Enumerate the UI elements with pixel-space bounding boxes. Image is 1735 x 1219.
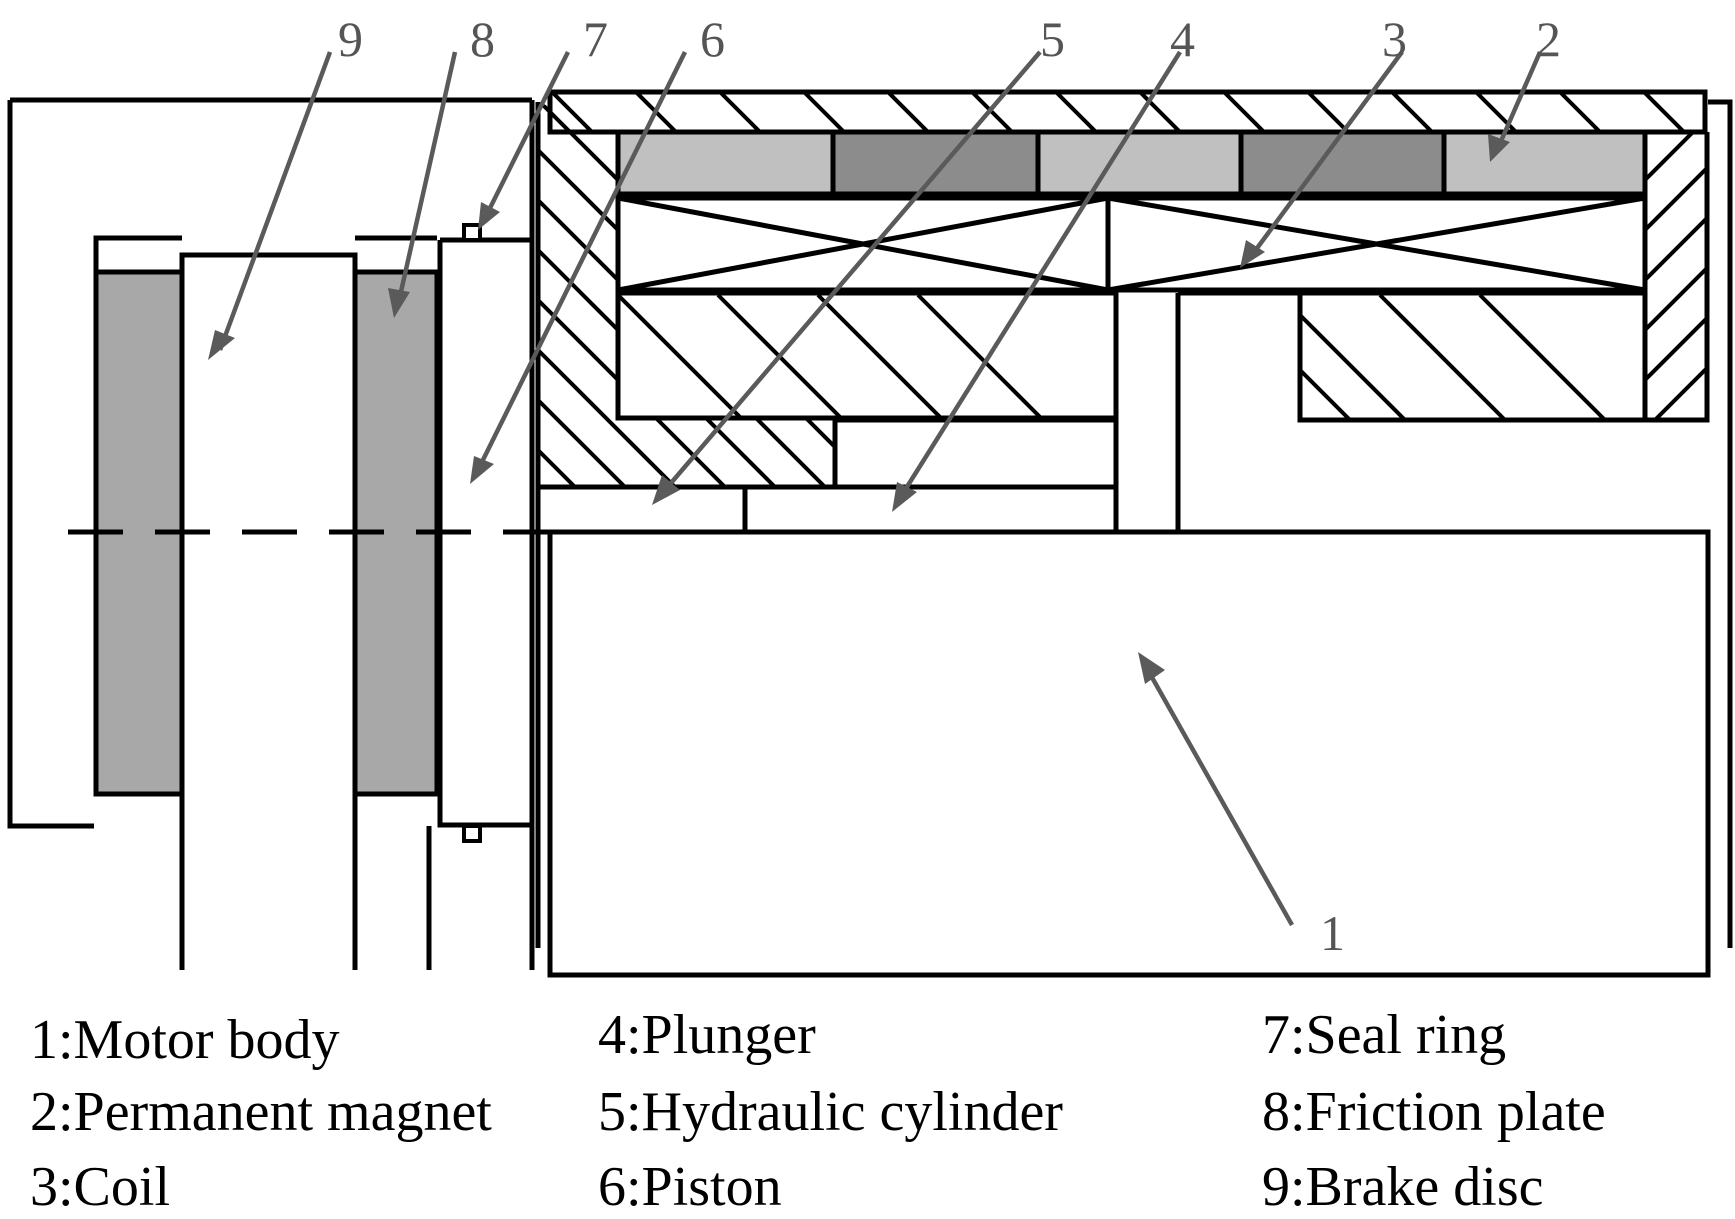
core-right: [1297, 290, 1648, 423]
legend-item-plunger: 4:Plunger: [598, 1004, 816, 1066]
plunger: [835, 290, 1303, 530]
callout-7: 7: [583, 11, 608, 67]
callout-numbers: 9 8 7 6 5 4 3 2 1: [338, 11, 1561, 961]
friction-holder-lines: [93, 235, 437, 272]
housing-right-hatched: [1642, 132, 1710, 423]
brake-frame: [7, 97, 535, 970]
legend-item-coil: 3:Coil: [30, 1156, 170, 1218]
legend-item-seal-ring: 7:Seal ring: [1262, 1004, 1506, 1066]
callout-3: 3: [1382, 11, 1407, 67]
arrow-8: [388, 51, 458, 318]
callout-6: 6: [700, 11, 725, 67]
coil-right: [1105, 195, 1648, 293]
leader-arrows: [208, 50, 1543, 927]
arrow-6: [470, 51, 688, 484]
arrow-4: [892, 50, 1182, 512]
arrow-5: [652, 50, 1042, 505]
callout-8: 8: [470, 11, 495, 67]
permanent-magnets: [615, 129, 1648, 197]
callout-4: 4: [1170, 11, 1195, 67]
callout-2: 2: [1536, 11, 1561, 67]
seal-ring: [462, 223, 482, 843]
legend-item-friction-plate: 8:Friction plate: [1262, 1081, 1606, 1143]
arrow-7: [478, 50, 571, 230]
legend-item-brake-disc: 9:Brake disc: [1262, 1156, 1543, 1218]
coil-left: [615, 195, 1111, 293]
arrow-2: [1488, 51, 1543, 162]
callout-5: 5: [1040, 11, 1065, 67]
arrow-1: [1138, 652, 1294, 927]
legend-item-hydraulic-cylinder: 5:Hydraulic cylinder: [598, 1081, 1063, 1143]
arrow-3: [1240, 50, 1404, 268]
piston: [426, 237, 532, 970]
legend-item-motor-body: 1:Motor body: [30, 1009, 340, 1071]
brake-disc: [179, 252, 358, 970]
legend: 1:Motor body 2:Permanent magnet 3:Coil 4…: [30, 1004, 1606, 1218]
cover-plate: [547, 89, 1708, 135]
callout-9: 9: [338, 11, 363, 67]
hydraulic-cylinder: [535, 487, 748, 530]
legend-item-piston: 6:Piston: [598, 1156, 782, 1218]
legend-item-permanent-magnet: 2:Permanent magnet: [30, 1081, 492, 1143]
callout-1: 1: [1320, 905, 1345, 961]
motor-body: [535, 99, 1733, 978]
arrow-9: [208, 51, 333, 360]
core-left: [615, 290, 1119, 421]
